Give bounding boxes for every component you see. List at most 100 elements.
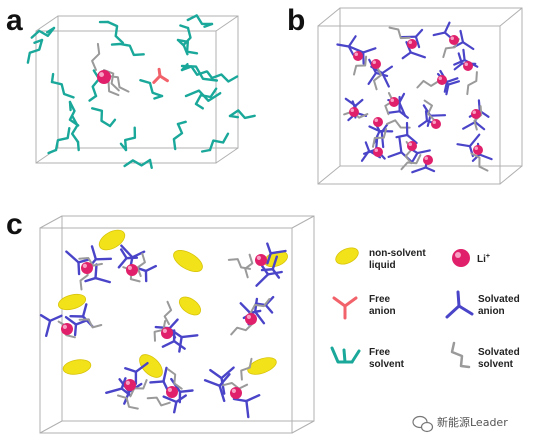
free-solvent-molecule: [123, 126, 137, 152]
solvated-anion-molecule: [260, 255, 281, 279]
li-ion: [166, 386, 178, 398]
panel-c-box: [39, 215, 315, 434]
free-solvent-molecule-branch: [50, 72, 55, 84]
solvated-anion-molecule: [124, 362, 149, 385]
solvated-solvent-molecule: [78, 318, 103, 329]
solvated-solvent-molecule: [388, 26, 411, 40]
watermark-text: 新能源Leader: [437, 415, 508, 429]
legend-li-symbol: Li: [477, 254, 486, 265]
free-solvent-molecule-branch: [179, 24, 190, 30]
free-anion-icon: [332, 296, 358, 320]
solvated-solvent-molecule: [470, 152, 489, 172]
solvated-solvent-molecule: [400, 154, 422, 171]
nonsolvent-liquid-droplet: [57, 293, 87, 311]
free-solvent-molecule: [90, 107, 112, 128]
nonsolvent-liquid-droplet: [247, 357, 277, 375]
free-solvent-molecule: [139, 78, 164, 98]
free-solvent-molecule: [118, 42, 145, 57]
legend-solvated-solvent-line1: Solvated: [478, 347, 520, 358]
free-solvent-molecule: [208, 132, 230, 152]
free-solvent-molecule-branch: [148, 158, 153, 170]
li-ion: [81, 262, 93, 274]
solvated-solvent-molecule: [163, 300, 173, 326]
legend-free-anion-line1: Free: [369, 294, 391, 305]
solvated-solvent-molecule: [91, 42, 101, 71]
solvated-solvent-molecule: [423, 99, 436, 122]
solvated-solvent-molecule: [386, 119, 411, 129]
nonsolvent-liquid-droplet: [178, 296, 202, 316]
solvated-anion-molecule: [162, 394, 188, 414]
free-solvent-molecule-branch: [205, 70, 214, 80]
solvated-solvent-molecule: [136, 252, 146, 277]
solvated-solvent-icon: [450, 341, 471, 369]
solvated-anion-molecule: [395, 121, 418, 145]
li-ion: [61, 323, 73, 335]
nonsolvent-liquid-droplet: [139, 354, 163, 378]
solvated-anion-molecule: [232, 394, 261, 419]
solvated-solvent-molecule: [353, 55, 368, 76]
li-ion: [473, 145, 483, 155]
solvated-solvent-molecule: [240, 357, 253, 381]
free-solvent-molecule-branch: [110, 42, 122, 46]
free-solvent-molecule-branch: [119, 142, 128, 152]
nonsolvent-liquid-droplet: [173, 250, 203, 272]
free-solvent-molecule-branch: [200, 148, 212, 153]
li-ion: [353, 51, 363, 61]
solvated-solvent-molecule: [222, 382, 249, 390]
free-solvent-chain: [184, 89, 222, 103]
free-solvent-molecule: [182, 26, 192, 56]
free-solvent-molecule: [70, 115, 80, 144]
panel-letter-c: c: [6, 208, 23, 241]
legend-nonsolvent-line2: liquid: [369, 260, 396, 271]
panel-a-box: [26, 14, 256, 170]
solvated-solvent-molecule: [153, 320, 167, 342]
solvated-solvent-molecule: [166, 368, 183, 390]
solvated-solvent-molecule: [78, 257, 103, 267]
free-solvent-molecule: [176, 38, 199, 55]
legend-free-solvent-line1: Free: [369, 347, 391, 358]
legend-solvated-anion-line2: anion: [478, 306, 505, 317]
li-ion: [407, 141, 417, 151]
li-ion: [407, 39, 417, 49]
solvated-anion-molecule: [65, 250, 90, 276]
legend-li: Li+: [477, 253, 490, 265]
solvated-anion-molecule: [432, 21, 453, 40]
solvated-solvent-molecule: [416, 79, 440, 89]
panel-letter-b: b: [287, 4, 305, 37]
free-solvent-molecule: [123, 158, 152, 168]
solvated-solvent-molecule: [466, 71, 478, 96]
free-solvent-molecule: [186, 14, 214, 26]
free-solvent-molecule-branch: [88, 94, 98, 102]
solvated-anion-molecule: [266, 242, 287, 265]
free-solvent-molecule: [54, 126, 71, 152]
panel-letter-a: a: [6, 4, 23, 37]
li-ion: [126, 264, 138, 276]
legend-free-anion-line2: anion: [369, 306, 396, 317]
li-ion: [389, 97, 399, 107]
solvated-anion-icon: [445, 290, 474, 319]
free-anion-molecule: [152, 67, 169, 84]
li-ion: [371, 59, 381, 69]
free-solvent-chain: [180, 64, 219, 82]
free-solvent-molecule-branch: [194, 102, 205, 110]
solvated-solvent-molecule: [107, 75, 130, 93]
free-solvent-molecule-branch: [228, 114, 240, 119]
free-solvent-molecule: [210, 73, 239, 83]
nonsolvent-liquid-droplet: [98, 229, 126, 251]
free-solvent-molecule: [91, 69, 101, 98]
solvated-anion-molecule: [336, 35, 357, 56]
li-ion: [161, 327, 173, 339]
free-solvent-icon: [330, 346, 361, 364]
solvated-anion-molecule: [349, 45, 377, 65]
free-solvent-molecule: [106, 20, 125, 45]
free-solvent-molecule-branch: [108, 118, 117, 128]
free-solvent-molecule: [194, 87, 218, 106]
solvated-solvent-molecule: [384, 92, 394, 116]
solvated-solvent-molecule: [249, 298, 271, 314]
solvated-anion-molecule: [39, 314, 63, 337]
li-ion: [463, 61, 473, 71]
li-ion: [255, 254, 267, 266]
solvated-solvent-molecule: [373, 66, 383, 91]
li-ion: [437, 75, 447, 85]
